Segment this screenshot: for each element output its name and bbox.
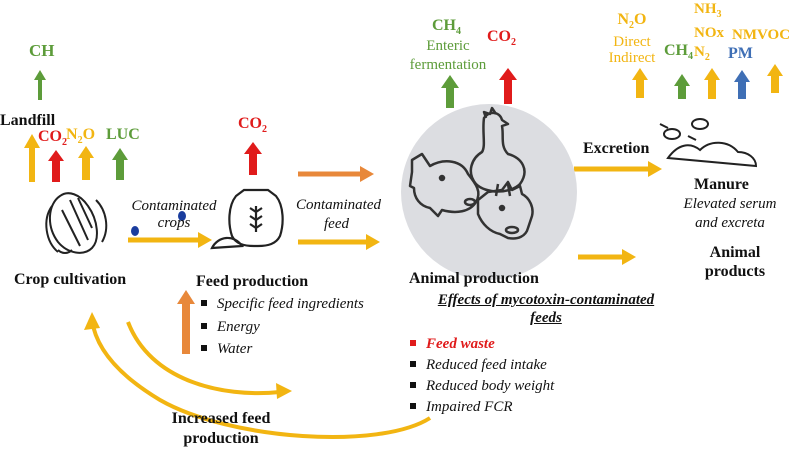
ch4-manure-label: CH4 xyxy=(664,42,693,63)
animal-production-title: Animal production xyxy=(409,270,539,287)
n2o-manure-arrow xyxy=(632,68,648,98)
landfill-up-arrow xyxy=(24,134,40,182)
contaminated-crops-label: Contaminated crops xyxy=(131,198,217,231)
ch4-manure-arrow xyxy=(674,74,690,99)
cow-icon xyxy=(476,180,534,240)
n2-manure-arrow xyxy=(704,68,720,99)
pm-manure-arrow xyxy=(734,70,750,99)
crop-cultivation-title: Crop cultivation xyxy=(14,271,127,288)
luc-crop-arrow xyxy=(112,148,128,180)
flow-arrows xyxy=(128,161,662,265)
feed-item-1: Specific feed ingredients xyxy=(201,296,364,313)
effect-item-3: Reduced body weight xyxy=(410,378,554,395)
luc-label: LUC xyxy=(106,126,140,143)
nmvoc-manure-arrow xyxy=(767,64,783,93)
feed-production-title: Feed production xyxy=(196,273,309,290)
feed-item-3: Water xyxy=(201,341,252,358)
feed-item-2: Energy xyxy=(201,319,260,336)
co2-crop-arrow xyxy=(48,150,64,182)
manure-icon xyxy=(659,118,758,168)
co2-crop-label: CO2 xyxy=(38,128,67,149)
ch-up-arrow xyxy=(34,70,46,100)
pm-label: PM xyxy=(728,45,753,62)
feedback-loop-curve xyxy=(90,319,432,439)
nmvoc-label: NMVOC xyxy=(732,27,791,43)
manure-title: Manure xyxy=(694,176,749,193)
n2o-crop-arrow xyxy=(78,146,94,180)
ch4-animal-arrow xyxy=(441,75,459,108)
feed-bag-icon xyxy=(210,188,284,250)
increased-feed-production-label: Increased feed production xyxy=(171,410,271,447)
mycotoxin-dot-2 xyxy=(178,211,186,221)
nh3-nox-n2-label: NH3 NOx N2 xyxy=(694,1,724,63)
effects-title: Effects of mycotoxin-contaminated feeds xyxy=(437,292,655,326)
enteric-fermentation-label: Enteric fermentation xyxy=(409,38,487,73)
n2o-manure-label: N2O Direct Indirect xyxy=(608,11,656,67)
effect-item-1: Feed waste xyxy=(410,336,495,353)
co2-feed-arrow xyxy=(244,142,262,175)
manure-subtitle: Elevated serum and excreta xyxy=(683,196,777,231)
ch4-animal-label: CH4 xyxy=(432,17,461,38)
effect-item-2: Reduced feed intake xyxy=(410,357,547,374)
ch-label: CH xyxy=(29,41,55,60)
landfill-label: Landfill xyxy=(0,112,56,129)
co2-feed-label: CO2 xyxy=(238,115,267,136)
pig-icon xyxy=(408,152,480,218)
co2-animal-label: CO2 xyxy=(487,28,516,49)
co2-animal-arrow xyxy=(499,68,517,104)
excretion-label: Excretion xyxy=(583,140,650,157)
n2o-crop-label: N2O xyxy=(66,126,96,147)
contaminated-feed-label: Contaminated feed xyxy=(296,197,381,232)
effect-item-4: Impaired FCR xyxy=(410,399,513,416)
orange-up-arrow xyxy=(177,290,195,354)
animal-products-label: Animal products xyxy=(704,244,766,280)
mycotoxin-dot-1 xyxy=(131,226,139,236)
corn-icon xyxy=(45,192,108,254)
